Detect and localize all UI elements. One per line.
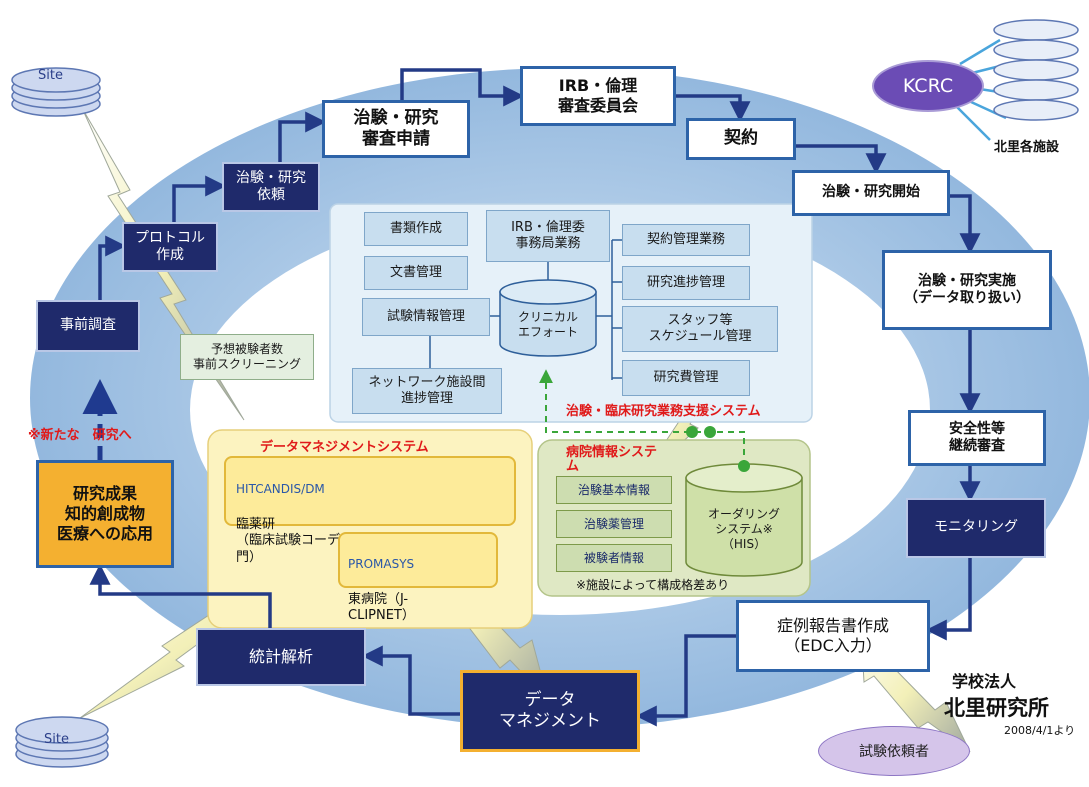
database-cylinder-effort — [499, 279, 597, 357]
hospital-note: ※施設によって構成格差あり — [576, 578, 730, 592]
kenkyuhi-box: 研究費管理 — [622, 360, 750, 396]
db-label: クリニカル エフォート — [517, 310, 578, 339]
shiken-irai-oval: 試験依頼者 — [818, 726, 970, 776]
lightning-bolt-top-left — [81, 107, 245, 421]
org-date: 2008/4/1より — [1004, 724, 1076, 737]
data-mgmt-box: データ マネジメント — [460, 670, 640, 752]
arrow-monitoring-shorei — [925, 558, 972, 641]
org-name1: 学校法人 — [952, 672, 1017, 691]
site-stack-bottom — [15, 716, 109, 768]
yosou-box: 予想被験者数 事前スクリーニング — [180, 334, 314, 380]
jisshi-box: 治験・研究実施 （データ取り扱い） — [882, 250, 1052, 330]
dm-system-title: データマネジメントシステム — [260, 440, 429, 455]
yakkan-box: 治験薬管理 — [556, 510, 672, 538]
site-top-label: Site — [38, 68, 63, 83]
promasys-title: PROMASYS — [348, 557, 415, 571]
arrow-toukei-seika — [89, 563, 272, 628]
kitasato-stack — [993, 19, 1079, 121]
ordering-label: オーダリング システム※ （HIS） — [707, 506, 780, 551]
arrow-protocol-irai — [172, 175, 227, 222]
green-dashed-connector — [539, 369, 745, 466]
arrow-jizen-protocol — [98, 235, 127, 300]
kaishi-box: 治験・研究開始 — [792, 170, 950, 216]
kcrc-oval: KCRC — [872, 60, 984, 112]
shorei-box: 症例報告書作成 （EDC入力） — [736, 600, 930, 672]
toukei-box: 統計解析 — [196, 628, 366, 686]
arrow-shorei-data — [635, 634, 736, 727]
kihon-box: 治験基本情報 — [556, 476, 672, 504]
kitasato-label: 北里各施設 — [994, 140, 1060, 155]
network-box: ネットワーク施設間 進捗管理 — [352, 368, 502, 414]
hitcandis-box: HITCANDIS/DM 臨薬研 （臨床試験コーディネーティング部 門） — [224, 456, 516, 565]
bun-box: 文書管理 — [364, 256, 468, 290]
arrow-irb-keiyaku — [676, 94, 751, 123]
seika-box: 研究成果 知的創成物 医療への応用 — [36, 460, 174, 568]
green-dot-1 — [686, 426, 698, 438]
database-cylinder-his — [685, 463, 803, 577]
promasys-body: 東病院（J- CLIPNET） — [348, 592, 415, 623]
anzen-box: 安全性等 継続審査 — [908, 410, 1046, 466]
monitoring-box: モニタリング — [906, 498, 1046, 558]
arrow-kaishi-jisshi — [950, 194, 981, 255]
promasys-box: PROMASYS 東病院（J- CLIPNET） — [338, 532, 498, 623]
site-stack-top — [11, 67, 101, 117]
irb-box: IRB・倫理 審査委員会 — [520, 66, 676, 126]
hitcandis-title: HITCANDIS/DM — [236, 482, 325, 496]
green-dot-3 — [738, 460, 750, 472]
staff-box: スタッフ等 スケジュール管理 — [622, 306, 778, 352]
new-research-label: ※新たな 研究へ — [28, 428, 132, 443]
arrow-irai-shinsei — [278, 111, 327, 162]
keiyaku-kanri-box: 契約管理業務 — [622, 224, 750, 256]
arrow-keiyaku-kaishi — [796, 144, 887, 175]
arrow-shinsei-irb — [400, 68, 525, 107]
jizen-box: 事前調査 — [36, 300, 140, 352]
irb-jimu-box: IRB・倫理委 事務局業務 — [486, 210, 610, 262]
keiyaku-box: 契約 — [686, 118, 796, 160]
system-title: 治験・臨床研究業務支援システム — [566, 404, 761, 419]
kenkyu-shinchoku-box: 研究進捗管理 — [622, 266, 750, 300]
kcrc-label: KCRC — [902, 75, 954, 97]
hikensha-box: 被験者情報 — [556, 544, 672, 572]
hospital-title: 病院情報システ ム — [566, 445, 658, 475]
protocol-box: プロトコル 作成 — [122, 222, 218, 272]
site-bottom-label: Site — [44, 732, 69, 747]
irai-box: 治験・研究 依頼 — [222, 162, 320, 212]
arrow-data-toukei — [361, 645, 460, 716]
shiken-box: 試験情報管理 — [362, 298, 490, 336]
green-dot-2 — [704, 426, 716, 438]
shiken-irai-label: 試験依頼者 — [859, 744, 929, 760]
shinsei-box: 治験・研究 審査申請 — [322, 100, 470, 158]
sho-box: 書類作成 — [364, 212, 468, 246]
org-name2: 北里研究所 — [944, 696, 1049, 720]
